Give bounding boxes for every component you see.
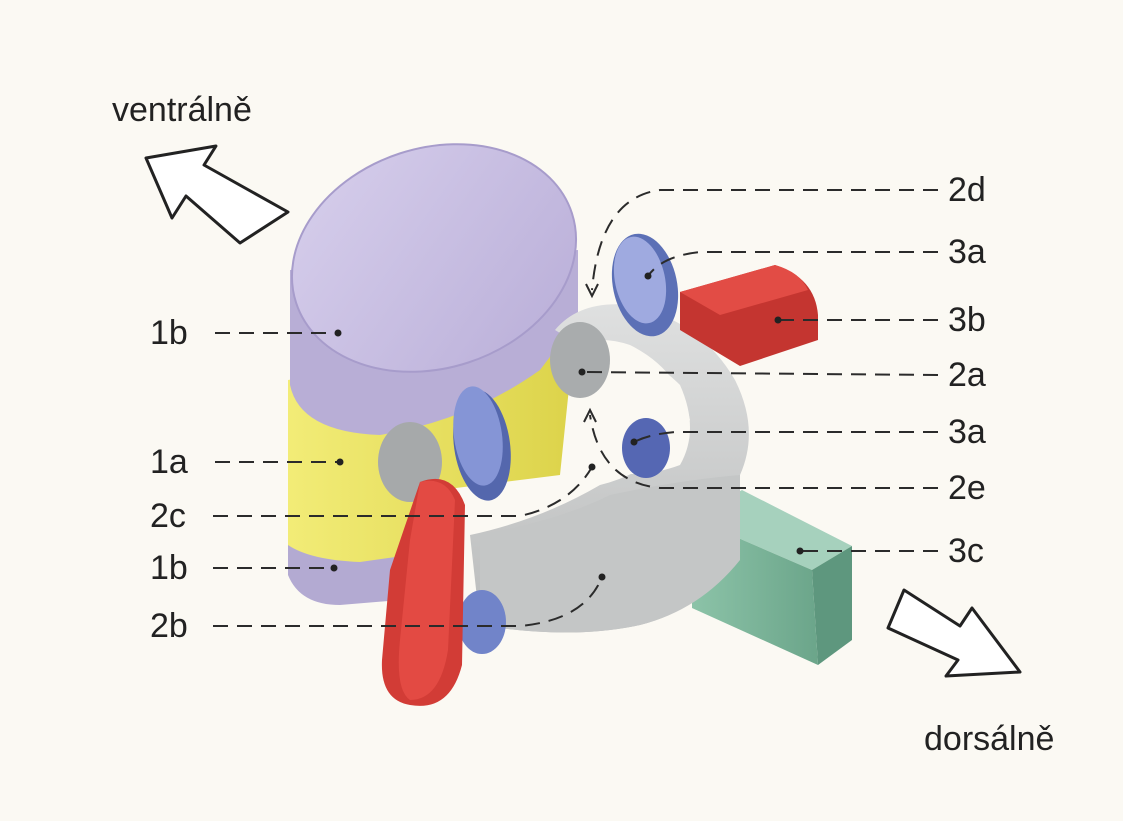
label-3c: 3c	[948, 534, 984, 568]
dorsal-label: dorsálně	[924, 722, 1054, 756]
ventral-label: ventrálně	[112, 93, 252, 127]
label-3b: 3b	[948, 303, 986, 337]
label-2a: 2a	[948, 358, 986, 392]
label-1b-upper: 1b	[150, 316, 188, 350]
label-2e: 2e	[948, 471, 986, 505]
label-1a: 1a	[150, 445, 188, 479]
label-2c: 2c	[150, 499, 186, 533]
label-1b-lower: 1b	[150, 551, 188, 585]
ventral-arrow-icon	[146, 146, 288, 243]
label-3a-lower: 3a	[948, 415, 986, 449]
dorsal-arrow-icon	[888, 590, 1020, 676]
label-3a-upper: 3a	[948, 235, 986, 269]
label-2d: 2d	[948, 173, 986, 207]
label-2b: 2b	[150, 609, 188, 643]
